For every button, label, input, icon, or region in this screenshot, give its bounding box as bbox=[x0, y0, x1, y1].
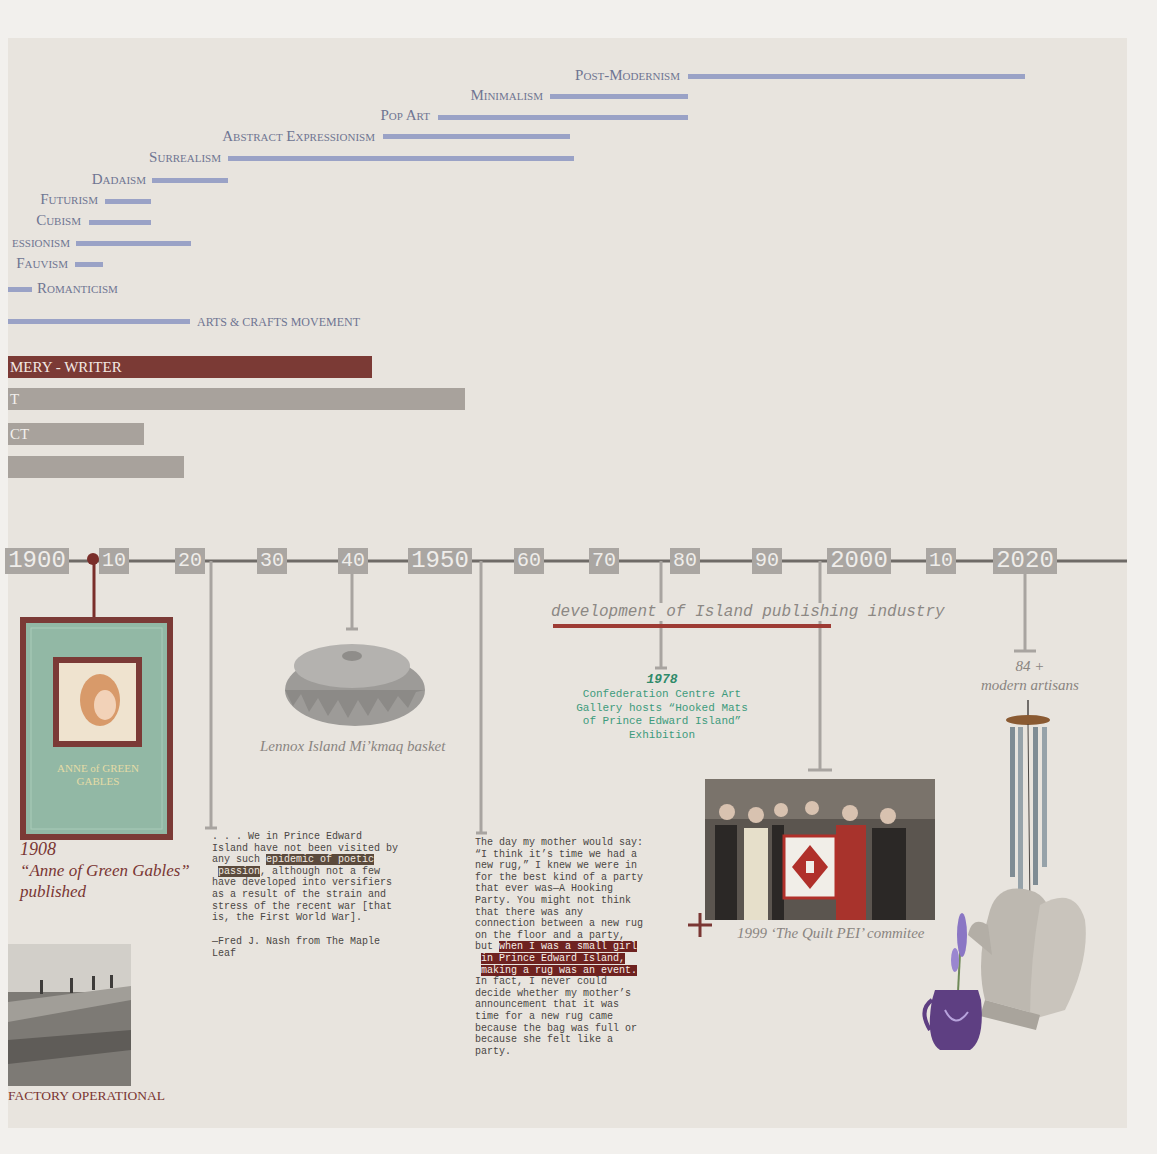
event-caption: Confederation Centre Art Gallery hosts “… bbox=[572, 688, 752, 742]
year-label: 30 bbox=[260, 549, 284, 572]
year-label: 1950 bbox=[411, 547, 469, 574]
movement-label: Fauvism bbox=[16, 254, 68, 272]
movement-label: Futurism bbox=[40, 190, 98, 208]
period-label: development of Island publishing industr… bbox=[549, 603, 947, 621]
movement-label: Romanticism bbox=[37, 279, 118, 297]
movement-label: Dadaism bbox=[92, 170, 146, 188]
year-label: 80 bbox=[673, 549, 697, 572]
event-caption: FACTORY OPERATIONAL bbox=[8, 1088, 165, 1104]
1908-marker bbox=[87, 553, 99, 617]
year-tick: 60 bbox=[514, 548, 544, 574]
book-cover bbox=[20, 617, 173, 840]
year-tick: 30 bbox=[257, 548, 287, 574]
movement-label: Cubism bbox=[36, 211, 81, 229]
year-label: 70 bbox=[592, 549, 616, 572]
year-tick: 70 bbox=[589, 548, 619, 574]
year-label: 10 bbox=[102, 549, 126, 572]
factory-photo bbox=[8, 944, 131, 1086]
image-caption: Lennox Island Mi’kmaq basket bbox=[260, 737, 445, 755]
image-caption: 1999 ‘The Quilt PEI’ commitee bbox=[737, 924, 924, 942]
movement-label: Pop Art bbox=[380, 106, 430, 124]
quote-block: The day my mother would say: “I think it… bbox=[475, 837, 645, 1057]
year-tick: 80 bbox=[670, 548, 700, 574]
book-title: ANNE of GREEN GABLES bbox=[53, 762, 143, 788]
quote-block: . . . We in Prince Edward Island have no… bbox=[212, 831, 402, 924]
mittens bbox=[968, 889, 1086, 1030]
event-caption: “Anne of Green Gables” published bbox=[20, 860, 205, 902]
band-label: MERY - WRITER bbox=[8, 359, 122, 375]
highlighted-quote: when I was a small girl in Prince Edward… bbox=[481, 941, 637, 975]
movement-label: Surrealism bbox=[149, 148, 221, 166]
timeline-band: MERY - WRITER bbox=[8, 356, 372, 378]
count-label: modern artisans bbox=[970, 676, 1090, 694]
year-tick: 1900 bbox=[5, 548, 69, 574]
year-label: 60 bbox=[517, 549, 541, 572]
mikmaq-basket bbox=[285, 644, 425, 726]
year-tick: 90 bbox=[752, 548, 782, 574]
event-year: 1908 bbox=[20, 839, 56, 859]
lavender-jug bbox=[924, 913, 981, 1050]
empty-bar bbox=[8, 456, 184, 478]
year-label: 20 bbox=[178, 549, 202, 572]
year-tick: 40 bbox=[338, 548, 368, 574]
quote-text: The day my mother would say: “I think it… bbox=[475, 837, 643, 952]
year-label: 1900 bbox=[8, 547, 66, 574]
year-tick: 2000 bbox=[827, 548, 891, 574]
plus-mark bbox=[688, 913, 712, 937]
year-label: 2000 bbox=[830, 547, 888, 574]
count-label: 84 + bbox=[980, 657, 1080, 675]
movement-label: Minimalism bbox=[470, 86, 543, 104]
leader-lines bbox=[205, 561, 1036, 833]
movement-label: ARTS & CRAFTS MOVEMENT bbox=[197, 314, 360, 330]
year-tick: 2020 bbox=[993, 548, 1057, 574]
year-tick: 1950 bbox=[408, 548, 472, 574]
year-label: 2020 bbox=[996, 547, 1054, 574]
year-tick: 10 bbox=[99, 548, 129, 574]
year-tick: 20 bbox=[175, 548, 205, 574]
quote-text: In fact, I never could decide whether my… bbox=[475, 976, 645, 1057]
movement-label: essionism bbox=[12, 233, 70, 251]
movement-bars bbox=[8, 74, 1025, 324]
publishing-span bbox=[553, 624, 831, 628]
year-label: 40 bbox=[341, 549, 365, 572]
band-label: T bbox=[8, 391, 19, 407]
timeline-band: T bbox=[8, 388, 465, 410]
event-year: 1978 bbox=[622, 672, 702, 687]
timeline-band: CT bbox=[8, 423, 144, 445]
year-tick: 10 bbox=[926, 548, 956, 574]
year-label: 10 bbox=[929, 549, 953, 572]
quote-attribution: —Fred J. Nash from The Maple Leaf bbox=[212, 936, 402, 959]
band-label: CT bbox=[8, 426, 29, 442]
movement-label: Post-Modernism bbox=[575, 66, 680, 84]
movement-label: Abstract Expressionism bbox=[222, 127, 375, 145]
quilt-photo bbox=[705, 779, 935, 920]
year-label: 90 bbox=[755, 549, 779, 572]
